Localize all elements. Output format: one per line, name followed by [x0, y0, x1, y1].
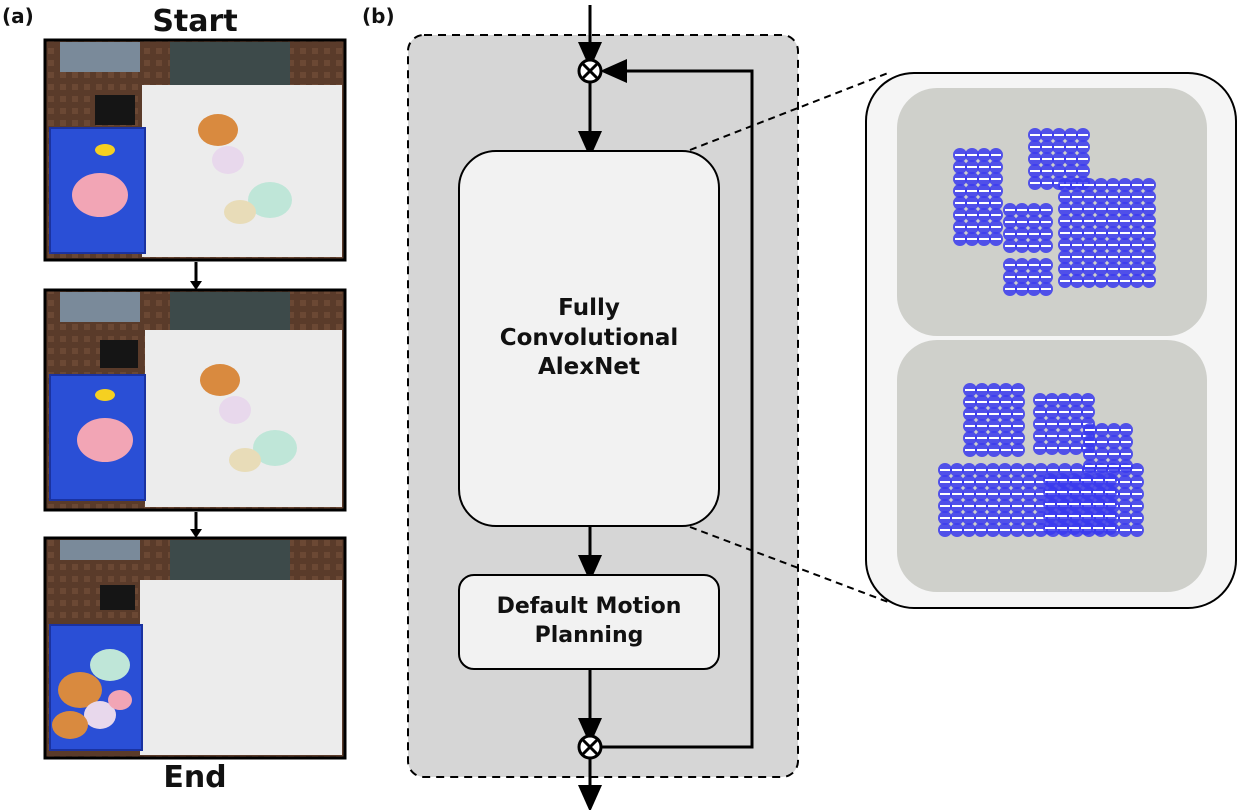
start-photo — [43, 38, 347, 262]
panel-a-label: (a) — [2, 4, 34, 28]
end-photo — [43, 536, 347, 760]
heatmap-panel — [865, 72, 1237, 609]
multiply-node-bottom — [577, 734, 603, 760]
panel-b-label: (b) — [362, 4, 395, 28]
multiply-node-top — [577, 58, 603, 84]
start-label: Start — [152, 4, 238, 39]
feedback-arrow — [600, 59, 754, 749]
planning-box: Default Motion Planning — [458, 574, 720, 670]
end-label: End — [163, 760, 227, 795]
network-box: Fully Convolutional AlexNet — [458, 150, 720, 527]
heatmap-bottom — [938, 383, 1144, 537]
heatmap-top — [953, 128, 1156, 296]
middle-photo — [43, 288, 347, 512]
